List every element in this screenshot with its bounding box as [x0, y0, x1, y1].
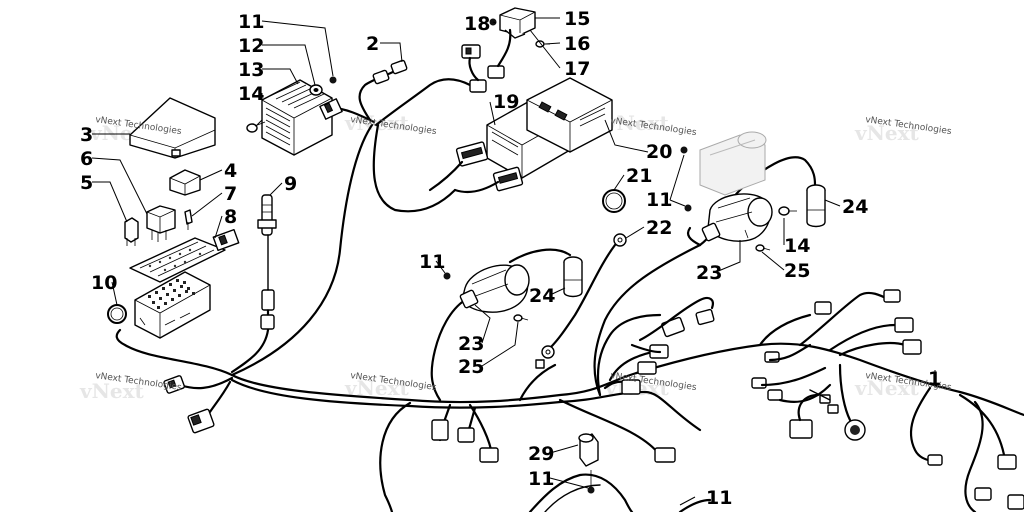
ground-strap: [535, 233, 627, 369]
spark-plug-cap-right: [806, 184, 826, 228]
clamp-ring: [107, 304, 127, 324]
callout-25: 25: [458, 356, 484, 378]
connector-cluster-right: [621, 296, 715, 463]
bolt-25-left: [513, 314, 529, 322]
screw-14-right: [778, 206, 797, 216]
ghost-watermark: vNext: [854, 121, 920, 145]
callout-11: 11: [238, 11, 264, 33]
callout-14: 14: [238, 83, 264, 105]
leader-lines: [91, 17, 936, 506]
inline-connector-2: [372, 59, 408, 85]
callout-24: 24: [842, 196, 868, 218]
callout-5: 5: [80, 172, 93, 194]
fuse-box: [134, 271, 211, 339]
callout-21: 21: [626, 165, 652, 187]
elbow-fitting-29: [578, 433, 599, 467]
nut-11-bottom: [587, 470, 595, 494]
nut-11-right: [680, 146, 692, 212]
ecu-cover: [526, 77, 613, 153]
callout-11: 11: [528, 468, 554, 490]
connector-cluster-far-right: [751, 289, 1024, 510]
callout-11: 11: [419, 251, 445, 273]
callout-7: 7: [224, 183, 237, 205]
callout-29: 29: [528, 443, 554, 465]
relay-bracket-15: [499, 7, 536, 39]
temperature-sensor: [257, 194, 277, 330]
callout-4: 4: [224, 160, 237, 182]
callout-6: 6: [80, 148, 93, 170]
relay-cube: [146, 205, 176, 242]
callout-18: 18: [464, 13, 490, 35]
callout-20: 20: [646, 141, 672, 163]
bolt-25-right: [755, 244, 771, 252]
connector-pair-top: [461, 28, 512, 93]
fuse-panel-board: [129, 228, 240, 283]
blade-fuse: [124, 217, 139, 246]
nut-11-top: [329, 76, 337, 84]
spark-plug-cap-left: [563, 256, 583, 298]
starter-motor-faded: [699, 131, 767, 196]
ghost-watermark: vNext: [604, 111, 670, 135]
callout-14: 14: [784, 235, 810, 257]
callout-23: 23: [696, 262, 722, 284]
callout-16: 16: [564, 33, 590, 55]
ecu-connectors: [428, 141, 524, 194]
callout-12: 12: [238, 35, 264, 57]
callout-2: 2: [366, 33, 379, 55]
callout-17: 17: [564, 58, 590, 80]
callout-numbers: 11 12 13 14 3 6 5 4 7 8 9 10 2 18 15 16 …: [80, 8, 941, 509]
callout-11: 11: [706, 487, 732, 509]
ghost-watermarks: vNext vNext vNext vNext vNext vNext vNex…: [79, 111, 920, 403]
callout-11: 11: [646, 189, 672, 211]
bushing-12: [309, 84, 323, 96]
clamp-21: [602, 189, 626, 213]
callout-19: 19: [493, 91, 519, 113]
callout-13: 13: [238, 59, 264, 81]
voltage-regulator: [261, 79, 343, 156]
callout-9: 9: [284, 173, 297, 195]
callout-10: 10: [91, 272, 117, 294]
nut-11-left: [443, 272, 451, 280]
relay-cover-box: [129, 97, 216, 159]
callout-1: 1: [928, 368, 941, 390]
ghost-watermark: vNext: [79, 379, 145, 403]
terminal-clip: [184, 209, 193, 230]
callout-3: 3: [80, 124, 93, 146]
ignition-coil-right: [701, 193, 773, 242]
callout-8: 8: [224, 206, 237, 228]
connector-cluster-left: [163, 375, 499, 463]
callout-25: 25: [784, 260, 810, 282]
callout-23: 23: [458, 333, 484, 355]
callout-15: 15: [564, 8, 590, 30]
callout-22: 22: [646, 217, 672, 239]
ignition-coil-left: [459, 264, 530, 313]
callout-24: 24: [529, 285, 555, 307]
ghost-watermark: vNext: [854, 376, 920, 400]
small-relay: [169, 169, 201, 196]
